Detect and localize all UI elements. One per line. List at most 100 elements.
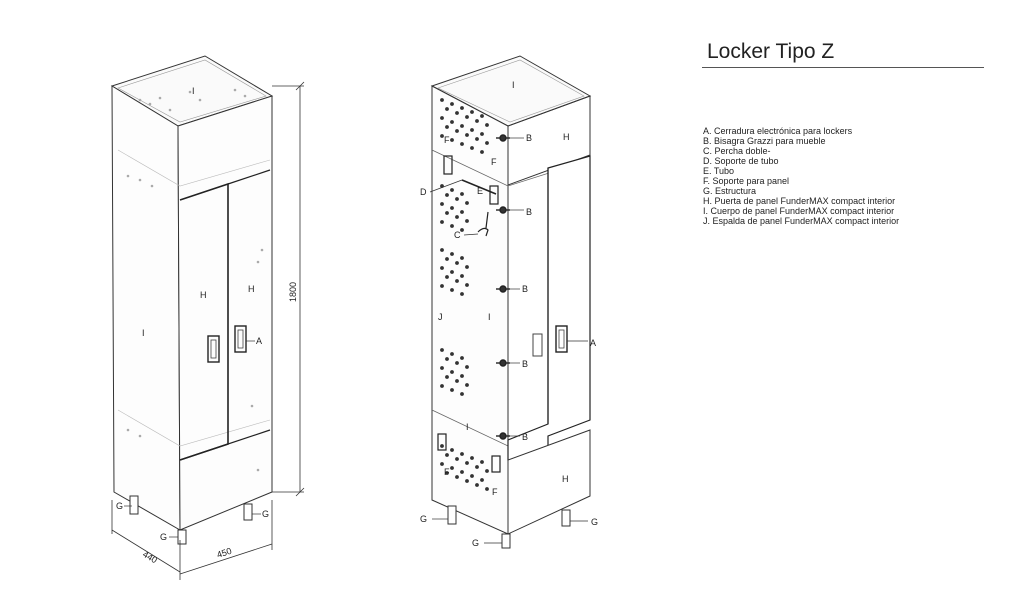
legend-item: G. Estructura <box>703 186 757 196</box>
legend-item: E. Tubo <box>703 166 735 176</box>
perforation-dot <box>485 123 489 127</box>
perforation-dot <box>440 202 444 206</box>
perforation-dot <box>450 270 454 274</box>
perforation-dot <box>465 365 469 369</box>
perforation-dot <box>460 470 464 474</box>
label-g-6: G <box>591 517 598 527</box>
label-h-top: H <box>563 132 570 142</box>
perforation-dot <box>465 283 469 287</box>
perforation-dot <box>450 448 454 452</box>
label-g-2: G <box>160 532 167 542</box>
legend-item: D. Soporte de tubo <box>703 156 779 166</box>
perforation-dot <box>465 265 469 269</box>
perforation-dot <box>455 111 459 115</box>
perforation-dot <box>450 352 454 356</box>
hinges <box>496 134 510 440</box>
perforation-dot <box>440 444 444 448</box>
hinge-3 <box>496 285 510 293</box>
perforation-dot <box>480 114 484 118</box>
label-d: D <box>420 187 427 197</box>
perforation-dot <box>440 98 444 102</box>
perforation-dot <box>445 107 449 111</box>
perforation-dot <box>440 248 444 252</box>
perforation-dot <box>460 192 464 196</box>
perforation-dot <box>450 370 454 374</box>
ghost-perforation-pattern <box>126 88 264 472</box>
label-i-side: I <box>142 328 145 338</box>
perforation-dot <box>480 150 484 154</box>
perforation-dot <box>465 219 469 223</box>
perforation-dot <box>440 366 444 370</box>
perforation-dot <box>455 215 459 219</box>
perforation-dot <box>460 106 464 110</box>
label-c: C <box>454 230 461 240</box>
perforation-dot <box>465 479 469 483</box>
label-f-3: F <box>444 467 450 477</box>
label-b-5: B <box>522 432 528 442</box>
legend-item: H. Puerta de panel FunderMAX compact int… <box>703 196 896 206</box>
perforation-dot <box>440 384 444 388</box>
perforation-dot <box>470 146 474 150</box>
perforation-dot <box>440 116 444 120</box>
hinge-5 <box>496 432 510 440</box>
perforation-dot <box>450 138 454 142</box>
perforation-dot <box>455 361 459 365</box>
perforation-dot <box>455 197 459 201</box>
perforation-dot <box>465 201 469 205</box>
perforation-dot <box>445 471 449 475</box>
perforation-dot <box>445 193 449 197</box>
hinge-4 <box>496 359 510 367</box>
parts-legend: A. Cerradura electrónica para lockers B.… <box>703 126 899 226</box>
perforation-dot <box>455 457 459 461</box>
title-underline <box>702 67 984 68</box>
hinge-1 <box>496 134 510 142</box>
label-g-4: G <box>420 514 427 524</box>
legend-item: A. Cerradura electrónica para lockers <box>703 126 853 136</box>
perforation-dot <box>445 453 449 457</box>
dimension-height-label: 1800 <box>288 282 298 302</box>
perforation-dot <box>485 141 489 145</box>
perforation-dot <box>470 456 474 460</box>
perforation-dot <box>450 388 454 392</box>
perforation-dot <box>470 110 474 114</box>
perforation-dot <box>460 356 464 360</box>
hinge-2 <box>496 206 510 214</box>
label-i-top-right: I <box>512 80 515 90</box>
perforation-dot <box>475 465 479 469</box>
perforation-dot <box>460 292 464 296</box>
perforation-dot <box>440 220 444 224</box>
perforation-dot <box>460 256 464 260</box>
perforation-dot <box>445 375 449 379</box>
perforation-dot <box>445 211 449 215</box>
perforation-dot <box>485 487 489 491</box>
label-i-bottom: I <box>466 422 469 432</box>
dimension-lines <box>111 81 305 580</box>
perforation-dot <box>450 206 454 210</box>
dimension-depth-label: 440 <box>141 549 159 565</box>
perforation-dot <box>455 379 459 383</box>
perforation-dot <box>450 102 454 106</box>
label-f-2: F <box>491 157 497 167</box>
perforation-pattern <box>440 98 489 491</box>
perforation-dot <box>455 129 459 133</box>
perforation-dot <box>480 478 484 482</box>
dimension-width-label: 450 <box>216 546 233 560</box>
perforation-dot <box>445 275 449 279</box>
label-f-1: F <box>444 135 450 145</box>
label-g-3: G <box>262 509 269 519</box>
perforation-dot <box>440 462 444 466</box>
label-e: E <box>477 186 483 196</box>
perforation-dot <box>480 460 484 464</box>
label-i-top: I <box>192 86 195 96</box>
legend-item: C. Percha doble- <box>703 146 771 156</box>
perforation-dot <box>460 142 464 146</box>
perforation-dot <box>460 274 464 278</box>
perforation-dot <box>460 228 464 232</box>
perforation-dot <box>470 128 474 132</box>
perforation-dot <box>460 210 464 214</box>
perforation-dot <box>450 120 454 124</box>
perforation-dot <box>475 119 479 123</box>
label-h-left-door: H <box>200 290 207 300</box>
perforation-dot <box>475 137 479 141</box>
label-g-5: G <box>472 538 479 548</box>
